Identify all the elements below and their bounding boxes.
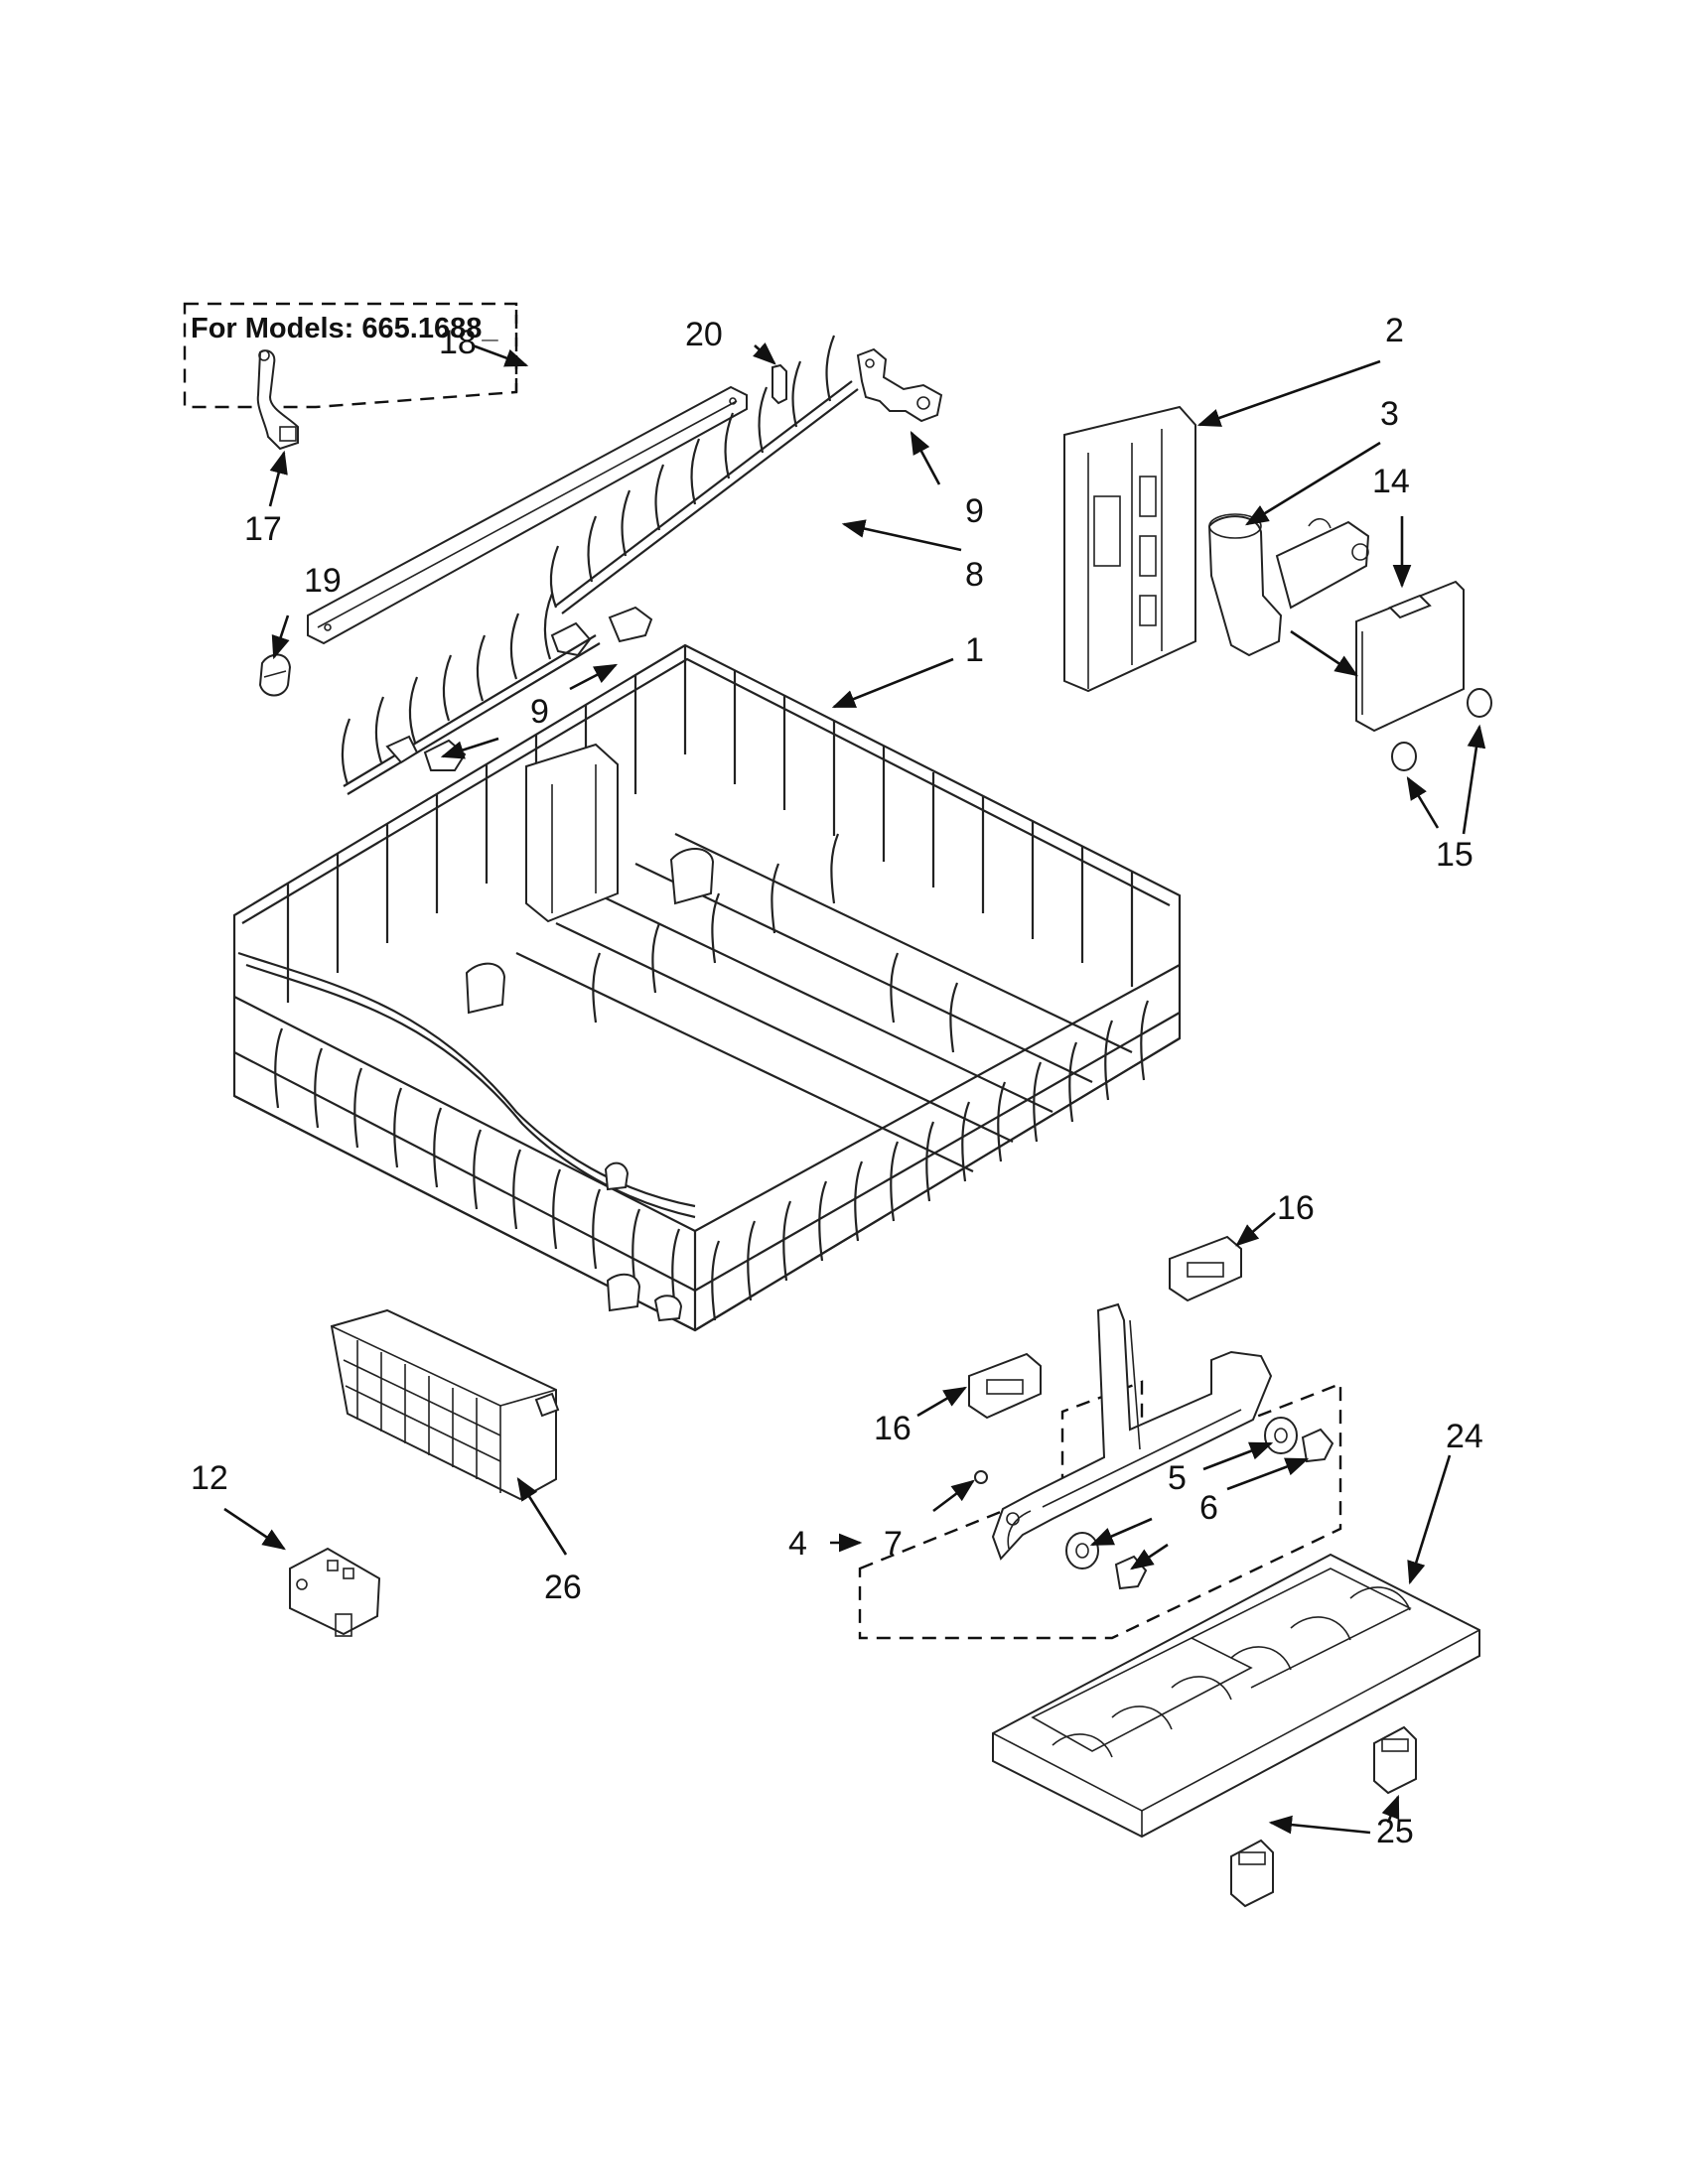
callout-9-top: 9 xyxy=(965,492,984,530)
callout-1: 1 xyxy=(965,631,984,669)
part-26-basket xyxy=(330,1308,560,1501)
callout-5: 5 xyxy=(1168,1459,1187,1497)
part-19-cap xyxy=(258,653,292,697)
callout-19: 19 xyxy=(304,562,342,600)
part-16-clip-right xyxy=(1169,1235,1242,1302)
part-15-bumpers xyxy=(1391,688,1492,771)
callout-17: 17 xyxy=(244,510,282,548)
model-box-label: For Models: 665.1688_ xyxy=(191,313,498,344)
callout-7: 7 xyxy=(884,1525,903,1563)
part-14-cover xyxy=(1355,580,1465,733)
part-7-screw xyxy=(974,1470,988,1484)
callout-12: 12 xyxy=(191,1459,228,1497)
callout-15: 15 xyxy=(1436,836,1474,874)
callout-3: 3 xyxy=(1380,395,1399,433)
callout-24: 24 xyxy=(1446,1418,1483,1455)
part-20-clip xyxy=(772,363,787,405)
callout-14: 14 xyxy=(1372,463,1410,500)
part-16-clip-left xyxy=(968,1352,1042,1420)
callout-25: 25 xyxy=(1376,1813,1414,1850)
callout-9-lower: 9 xyxy=(530,693,549,731)
part-18-rail xyxy=(307,385,748,645)
part-3-diverter xyxy=(1207,513,1370,657)
callout-4: 4 xyxy=(788,1525,807,1563)
part-24-tray xyxy=(992,1553,1480,1839)
callout-8: 8 xyxy=(965,556,984,594)
leader-lines xyxy=(223,341,1486,1835)
callout-6: 6 xyxy=(1199,1489,1218,1527)
part-2-housing xyxy=(1063,405,1196,693)
part-12-clip xyxy=(289,1547,381,1637)
callout-16-right: 16 xyxy=(1277,1189,1315,1227)
callout-2: 2 xyxy=(1385,312,1404,349)
callout-labels: 20 2 3 14 18 17 9 8 19 1 9 15 16 24 16 5… xyxy=(191,312,1483,1850)
model-box: For Models: 665.1688_ xyxy=(183,302,518,409)
part-8-tine-row xyxy=(549,335,859,657)
part-25-clips xyxy=(1230,1725,1417,1908)
callout-16-left: 16 xyxy=(874,1410,912,1447)
callout-18: 18 xyxy=(439,324,477,361)
callout-26: 26 xyxy=(544,1569,582,1606)
callout-20: 20 xyxy=(685,316,723,353)
part-17-rack-adjuster xyxy=(256,349,299,451)
part-1-upper-rack xyxy=(232,643,1182,1332)
part-9-adjuster-top xyxy=(856,347,943,423)
part-4-bracket xyxy=(991,1302,1273,1561)
